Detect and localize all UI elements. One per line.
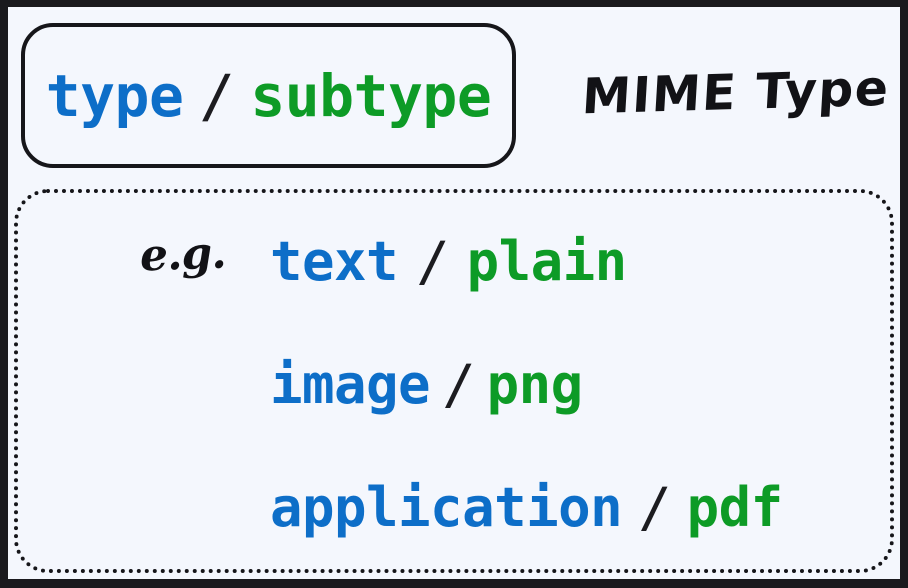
example-row: image / png <box>270 353 584 416</box>
eg-label: e.g. <box>139 227 227 282</box>
example-type-token: application <box>270 476 623 539</box>
diagram-canvas: type / subtype MIME Type e.g. text / pla… <box>8 7 900 579</box>
example-type-token: text <box>270 230 399 293</box>
mime-type-caption: MIME Type <box>580 59 892 126</box>
examples-box <box>14 189 894 573</box>
example-row: application / pdf <box>270 476 784 539</box>
mime-type-formula: type / subtype <box>25 27 512 164</box>
example-separator-slash: / <box>637 476 671 539</box>
example-separator-slash: / <box>415 230 449 293</box>
formula-separator-slash: / <box>199 61 235 130</box>
example-subtype-token: png <box>486 353 584 416</box>
example-row: text / plain <box>270 230 628 293</box>
example-separator-slash: / <box>441 353 475 416</box>
mime-type-formula-box: type / subtype <box>21 23 516 168</box>
example-type-token: image <box>270 353 431 416</box>
formula-type-token: type <box>45 61 184 130</box>
example-subtype-token: plain <box>466 230 628 293</box>
formula-subtype-token: subtype <box>250 61 492 130</box>
example-subtype-token: pdf <box>686 476 784 539</box>
